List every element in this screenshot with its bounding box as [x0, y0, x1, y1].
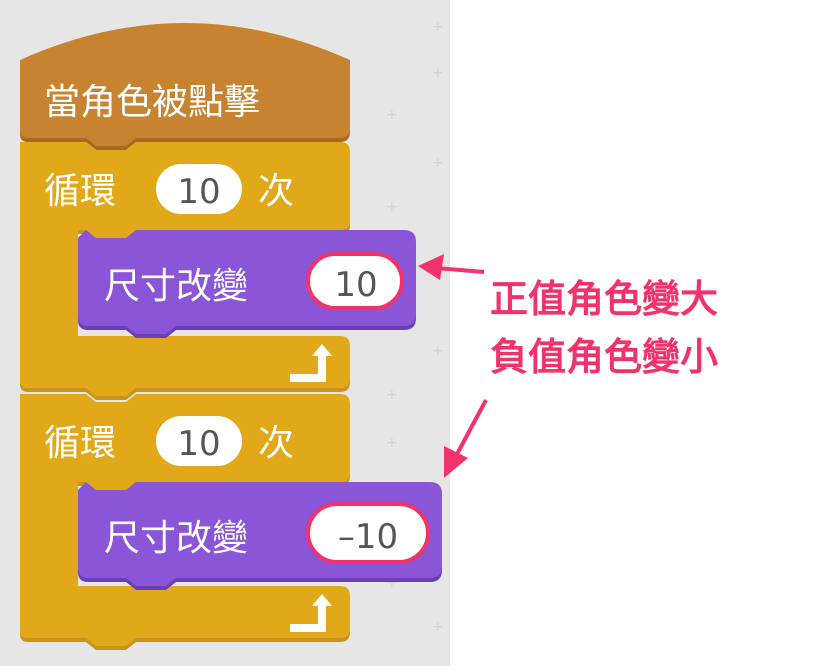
grid-dot: + [386, 575, 398, 591]
grid-dot: + [432, 619, 444, 635]
repeat-block[interactable]: 循環 10 次 [20, 142, 350, 400]
grid-dot: + [386, 199, 398, 215]
size-change-input[interactable]: –10 [306, 502, 430, 564]
change-size-block[interactable]: 尺寸改變 –10 [78, 482, 442, 590]
grid-dot: + [432, 155, 444, 171]
grid-dot: + [386, 387, 398, 403]
grid-dot: + [386, 435, 398, 451]
annotation-arrow-icon [444, 399, 488, 478]
repeat-block[interactable]: 循環 10 次 [20, 394, 350, 650]
annotation-arrow-icon [418, 254, 485, 280]
loop-arrow-icon [290, 344, 332, 382]
annotation-negative: 負值角色變小 [490, 335, 719, 379]
repeat-label: 循環 [44, 423, 116, 464]
size-change-value[interactable]: 10 [334, 265, 377, 305]
change-size-label: 尺寸改變 [104, 518, 248, 559]
hat-block-body [20, 23, 350, 146]
when-sprite-clicked-block[interactable]: 當角色被點擊 [20, 23, 350, 150]
loop-arrow-icon [290, 594, 332, 632]
change-size-block[interactable]: 尺寸改變 10 [78, 230, 416, 338]
annotation-positive: 正值角色變大 [490, 277, 719, 321]
grid-dot: + [432, 19, 444, 35]
repeat-block-body [20, 394, 350, 646]
repeat-block-body [20, 142, 350, 396]
repeat-suffix: 次 [258, 171, 294, 212]
grid-dot: + [386, 107, 398, 123]
grid-dot: + [432, 343, 444, 359]
hat-block-label: 當角色被點擊 [44, 82, 260, 123]
repeat-count-input[interactable]: 10 [156, 164, 242, 214]
repeat-label: 循環 [44, 171, 116, 212]
repeat-count-input[interactable]: 10 [156, 416, 242, 466]
grid-dot: + [432, 65, 444, 81]
annotation-text: 正值角色變大 負值角色變小 [490, 270, 830, 386]
size-change-input[interactable]: 10 [306, 252, 404, 310]
change-size-label: 尺寸改變 [104, 266, 248, 307]
size-change-value[interactable]: –10 [338, 517, 398, 557]
repeat-count-value[interactable]: 10 [177, 424, 220, 464]
repeat-count-value[interactable]: 10 [177, 172, 220, 212]
repeat-suffix: 次 [258, 423, 294, 464]
